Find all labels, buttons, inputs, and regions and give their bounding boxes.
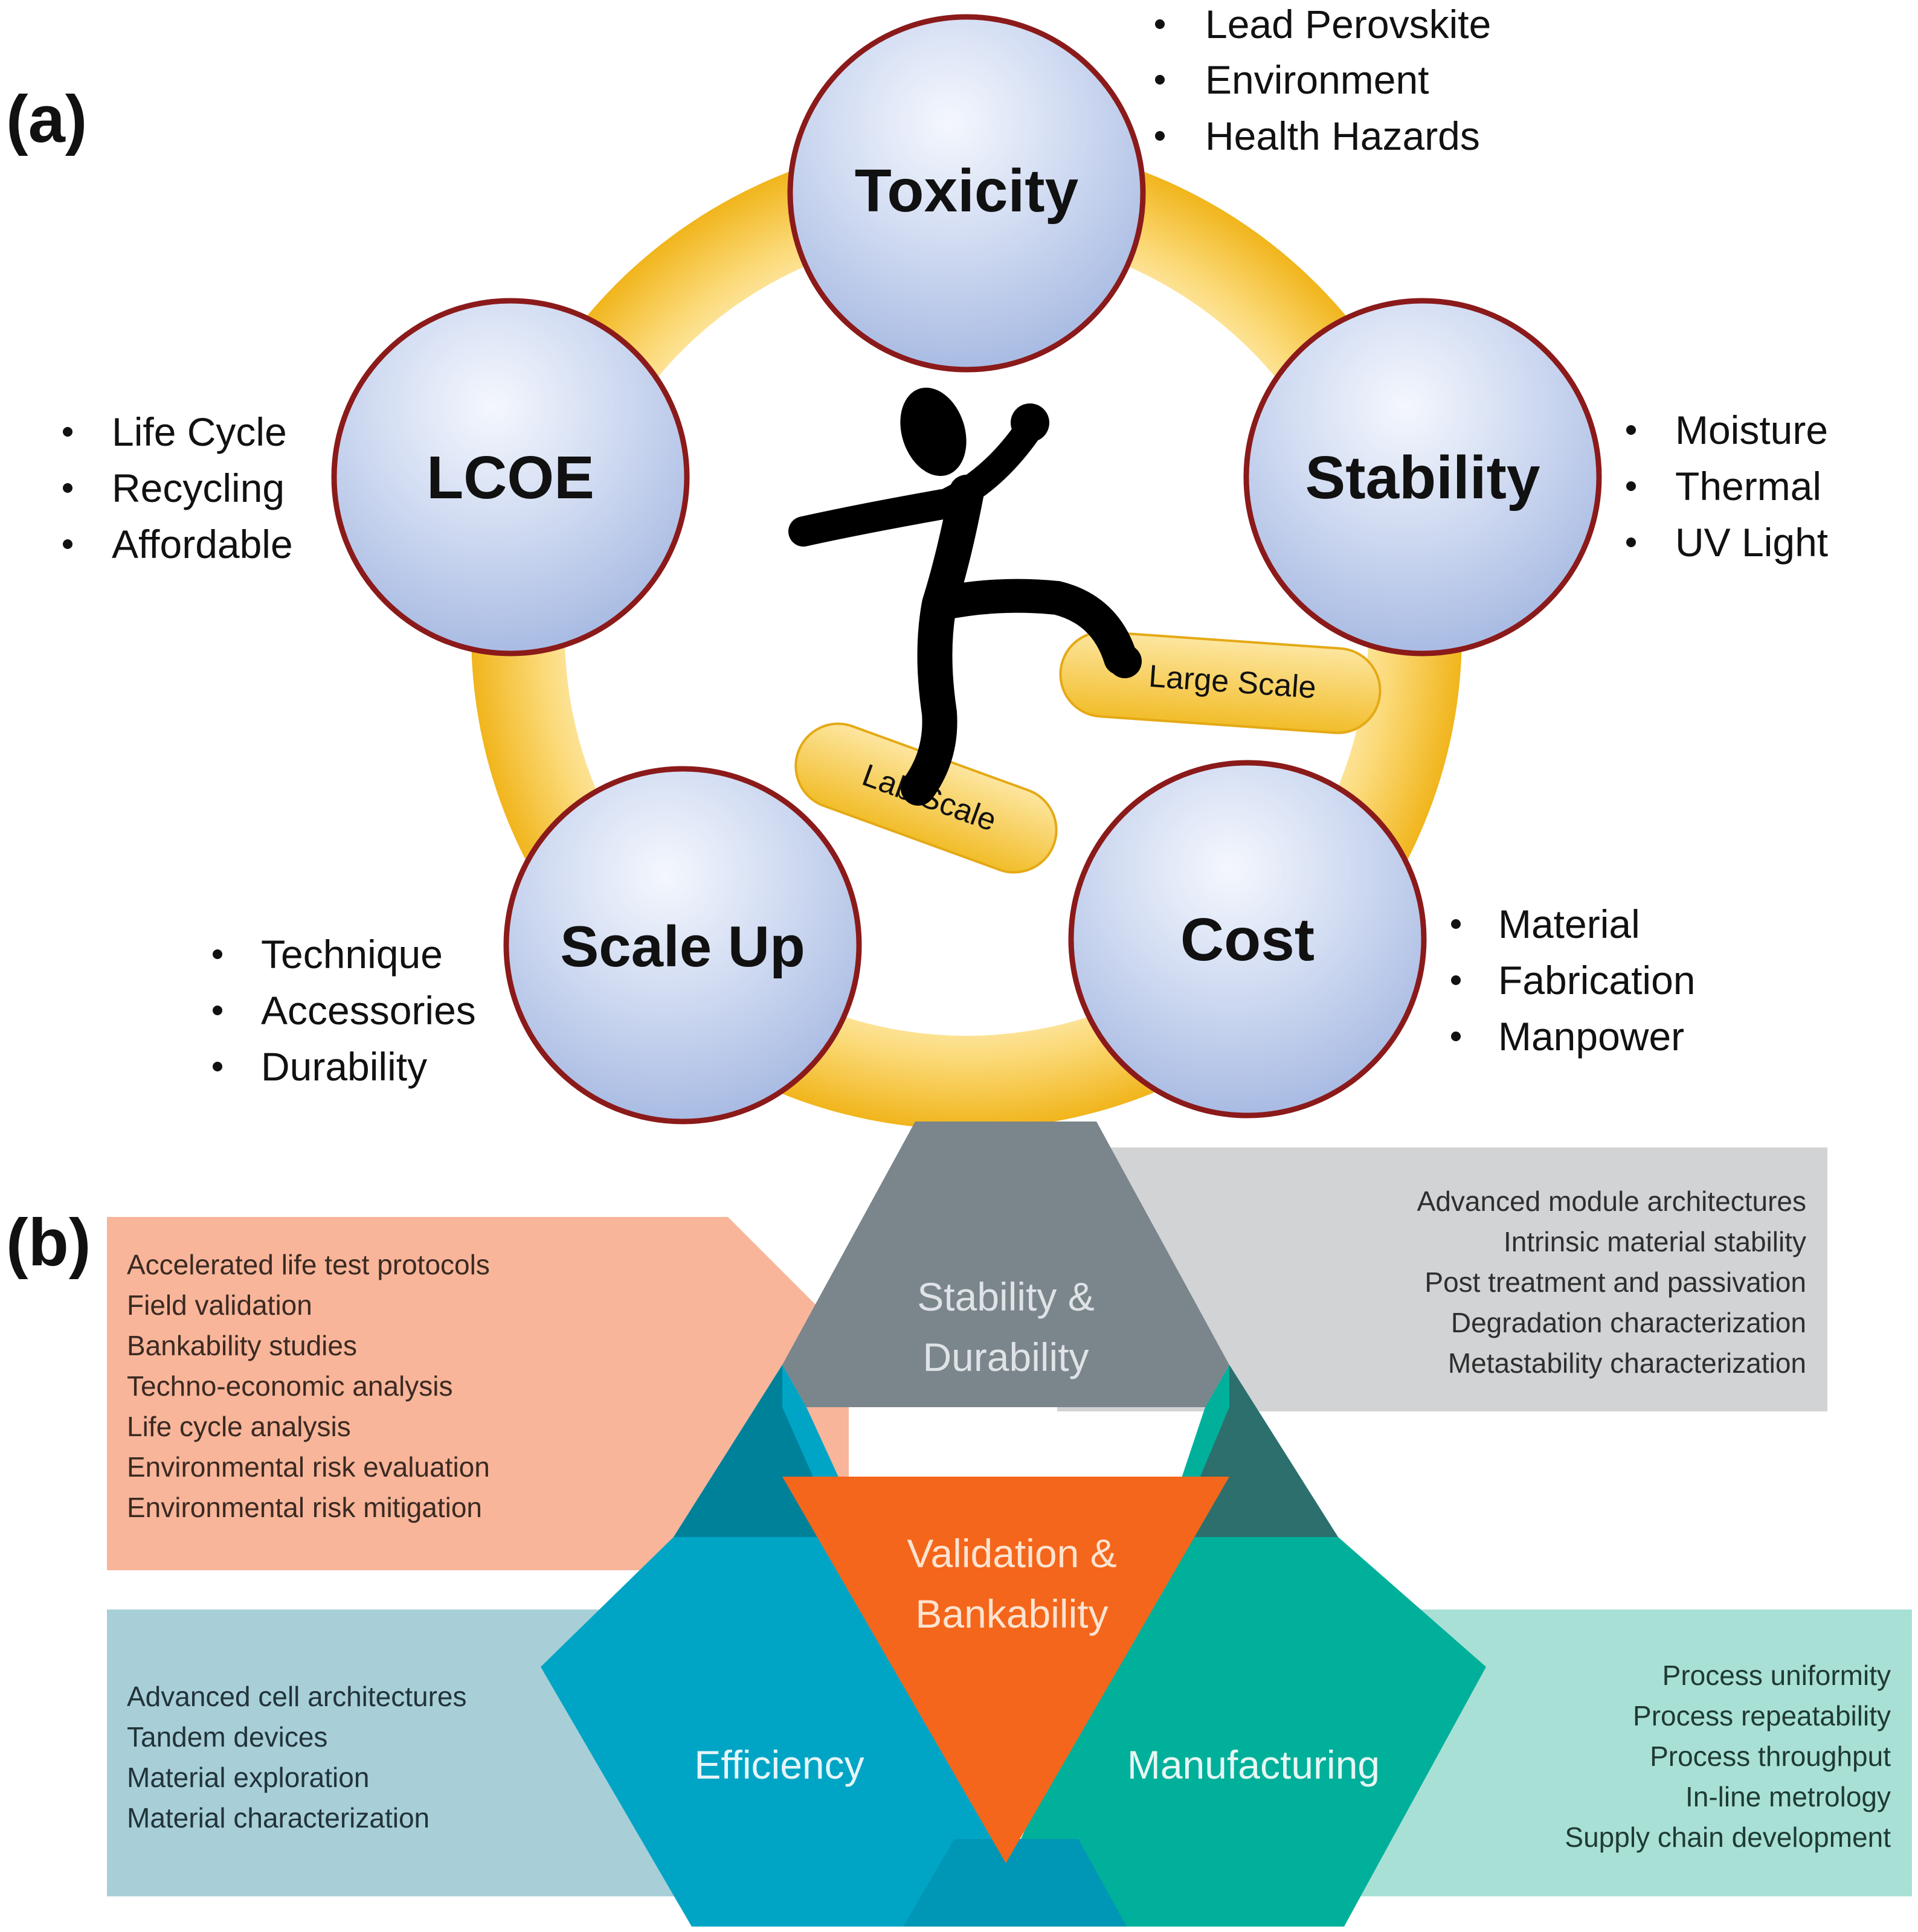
title-stability-line2: Durability <box>922 1335 1089 1379</box>
bullets-toxicity: Lead Perovskite Environment Health Hazar… <box>1155 2 1491 158</box>
hex-stability <box>782 1122 1229 1407</box>
bullet-text: Fabrication <box>1498 958 1696 1003</box>
bullet-text: UV Light <box>1675 520 1828 565</box>
panel-a-label: (a) <box>6 82 87 156</box>
list-stability: Advanced module architectures Intrinsic … <box>1417 1186 1806 1379</box>
bullet-text: Lead Perovskite <box>1205 2 1491 47</box>
list-item: Life cycle analysis <box>127 1411 351 1442</box>
title-stability-line1: Stability & <box>917 1274 1094 1319</box>
node-circle <box>331 298 690 656</box>
list-item: Material exploration <box>127 1762 369 1793</box>
title-validation-line2: Bankability <box>915 1591 1108 1636</box>
bullets-stability: Moisture Thermal UV Light <box>1626 408 1828 565</box>
list-item: Process uniformity <box>1662 1660 1891 1691</box>
overlap-bottom <box>903 1839 1127 1927</box>
list-item: Techno-economic analysis <box>127 1370 453 1402</box>
node-circle <box>787 14 1146 373</box>
list-item: Process throughput <box>1650 1741 1891 1772</box>
title-efficiency: Efficiency <box>694 1742 864 1787</box>
list-item: Advanced cell architectures <box>127 1681 467 1712</box>
hex-efficiency <box>541 1365 1015 1927</box>
list-manufacturing: Process uniformity Process repeatability… <box>1565 1660 1891 1853</box>
box-validation <box>107 1217 849 1570</box>
bullet-text: Health Hazards <box>1205 114 1480 158</box>
node-title: Cost <box>1180 906 1315 974</box>
list-item: Bankability studies <box>127 1330 357 1361</box>
list-item: Process repeatability <box>1633 1700 1891 1731</box>
list-item: Tandem devices <box>127 1721 327 1753</box>
title-manufacturing: Manufacturing <box>1127 1742 1380 1787</box>
node-title: Scale Up <box>560 914 805 979</box>
list-validation: Accelerated life test protocols Field va… <box>127 1249 490 1523</box>
node-circle <box>1243 298 1602 656</box>
runner-figure-icon <box>788 387 1142 806</box>
bullet-text: Environment <box>1205 57 1429 102</box>
bullet-text: Material <box>1498 902 1640 946</box>
panel-b: (b) Stability & Durability Validation & … <box>6 1122 1912 1927</box>
node-stability: Stability <box>1243 298 1602 656</box>
bullet-text: Thermal <box>1675 464 1821 509</box>
list-item: Supply chain development <box>1565 1821 1891 1853</box>
bullet-text: Accessories <box>261 988 476 1033</box>
bullet-text: Moisture <box>1675 408 1828 452</box>
node-lcoe: LCOE <box>331 298 690 656</box>
node-cost: Cost <box>1068 760 1427 1118</box>
hex-manufacturing <box>1021 1365 1486 1927</box>
bullets-cost: Material Fabrication Manpower <box>1451 902 1696 1059</box>
bullet-text: Life Cycle <box>112 409 287 454</box>
bullet-text: Technique <box>261 932 443 977</box>
title-validation-line1: Validation & <box>907 1531 1116 1576</box>
node-scaleup: Scale Up <box>503 766 862 1125</box>
bullet-text: Recycling <box>112 466 285 510</box>
bullets-scaleup: Technique Accessories Durability <box>213 932 476 1089</box>
list-efficiency: Advanced cell architectures Tandem devic… <box>127 1681 467 1834</box>
panel-b-label: (b) <box>6 1205 91 1280</box>
node-title: Toxicity <box>855 157 1079 225</box>
node-toxicity: Toxicity <box>787 14 1146 373</box>
bullet-text: Durability <box>261 1044 427 1089</box>
node-circle <box>503 766 862 1125</box>
list-item: Accelerated life test protocols <box>127 1249 490 1280</box>
triangle-validation <box>782 1477 1229 1863</box>
list-item: Advanced module architectures <box>1417 1186 1806 1217</box>
list-item: Field validation <box>127 1289 312 1321</box>
list-item: Degradation characterization <box>1451 1307 1806 1338</box>
bullet-text: Manpower <box>1498 1014 1684 1059</box>
node-title: Stability <box>1305 444 1540 512</box>
bullets-lcoe: Life Cycle Recycling Affordable <box>63 409 293 566</box>
list-item: In-line metrology <box>1685 1781 1891 1812</box>
panel-a: (a) Toxicity Stability Cost Scale Up LCO… <box>6 2 1828 1129</box>
list-item: Metastability characterization <box>1448 1347 1806 1379</box>
bullet-text: Affordable <box>112 522 293 566</box>
node-title: LCOE <box>426 444 594 512</box>
list-item: Environmental risk mitigation <box>127 1492 482 1523</box>
list-item: Post treatment and passivation <box>1424 1266 1806 1298</box>
list-item: Material characterization <box>127 1802 430 1834</box>
list-item: Environmental risk evaluation <box>127 1451 490 1483</box>
node-circle <box>1068 760 1427 1118</box>
list-item: Intrinsic material stability <box>1504 1226 1806 1257</box>
